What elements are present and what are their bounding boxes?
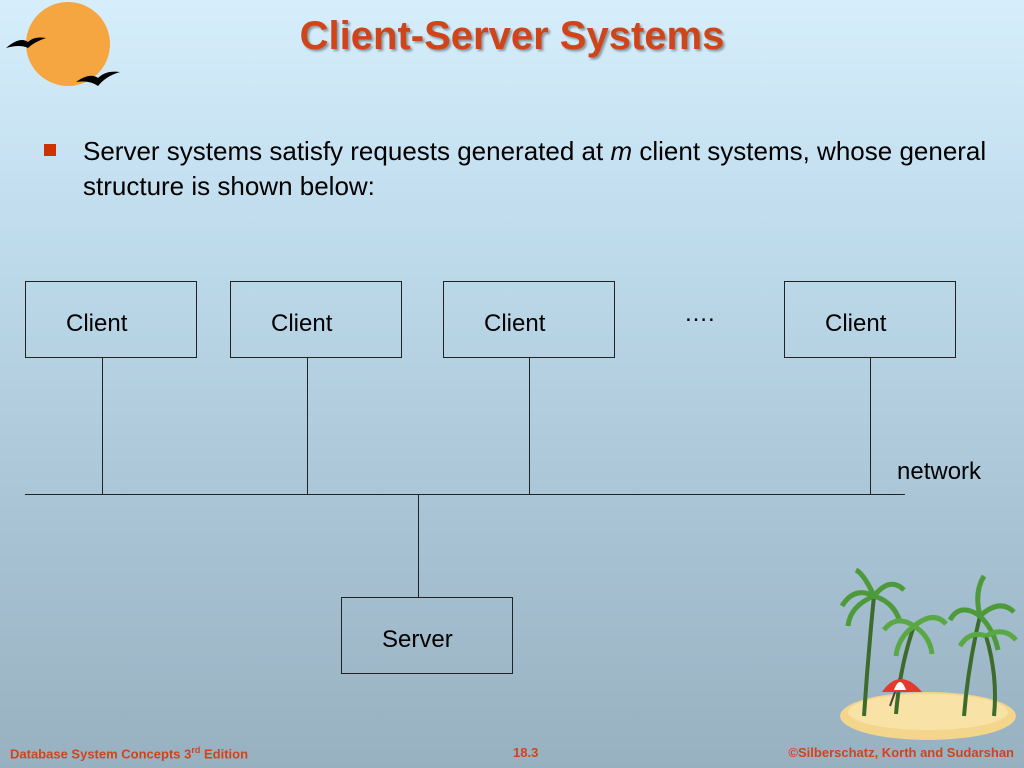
server-label: Server	[382, 626, 453, 653]
footer-left-sup: rd	[191, 745, 201, 755]
footer-left-main: Database System Concepts 3	[10, 746, 192, 762]
client-connector-1	[102, 358, 103, 494]
client-label: Client	[66, 310, 128, 337]
footer-copyright: ©Silberschatz, Korth and Sudarshan	[788, 745, 1014, 760]
client-connector-2	[307, 358, 308, 494]
network-label: network	[897, 458, 982, 485]
bullet-text-italic: m	[610, 136, 633, 166]
palm-island-illustration	[839, 567, 1018, 740]
bullet-text-after: client systems, whose general structure …	[83, 136, 987, 201]
slide-title: Client-Server Systems	[299, 14, 725, 58]
client-connector-4	[870, 358, 871, 494]
network-line	[25, 494, 905, 495]
client-box-1: Client	[25, 281, 197, 358]
client-label: Client	[484, 310, 546, 337]
client-connector-3	[529, 358, 530, 494]
client-label: Client	[825, 310, 887, 337]
client-label: Client	[271, 310, 333, 337]
client-box-4: Client	[784, 281, 956, 358]
footer-left: Database System Concepts 3rd Edition	[10, 745, 248, 761]
footer-left-end: Edition	[200, 746, 249, 762]
client-box-3: Client	[443, 281, 615, 358]
bullet-text-before: Server systems satisfy requests generate…	[83, 136, 611, 166]
bullet-square-icon	[44, 144, 56, 156]
client-box-2: Client	[230, 281, 402, 358]
server-box: Server	[341, 597, 513, 674]
bullet-text: Server systems satisfy requests generate…	[83, 134, 993, 204]
ellipsis-label: ….	[684, 300, 715, 327]
server-connector	[418, 494, 419, 597]
sun-with-birds-logo	[6, 2, 120, 86]
footer-page-number: 18.3	[513, 745, 539, 760]
